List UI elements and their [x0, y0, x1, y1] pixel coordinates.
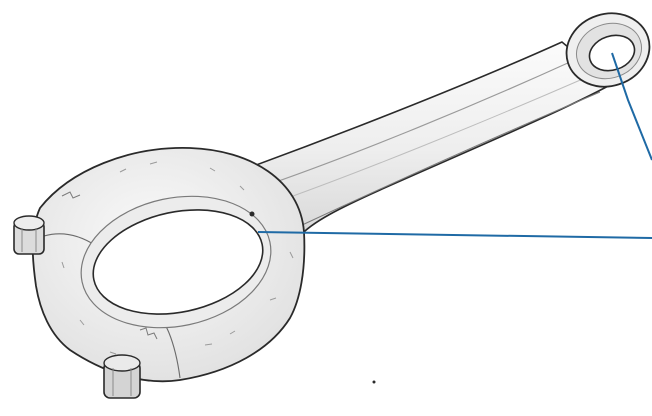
- stray-dot: [373, 381, 376, 384]
- oil-hole: [250, 212, 255, 217]
- rod-shaft: [248, 42, 612, 236]
- cap-bolt-left: [14, 216, 44, 254]
- cap-bolt-bottom: [104, 355, 140, 398]
- callout-line-big-end: [258, 232, 652, 238]
